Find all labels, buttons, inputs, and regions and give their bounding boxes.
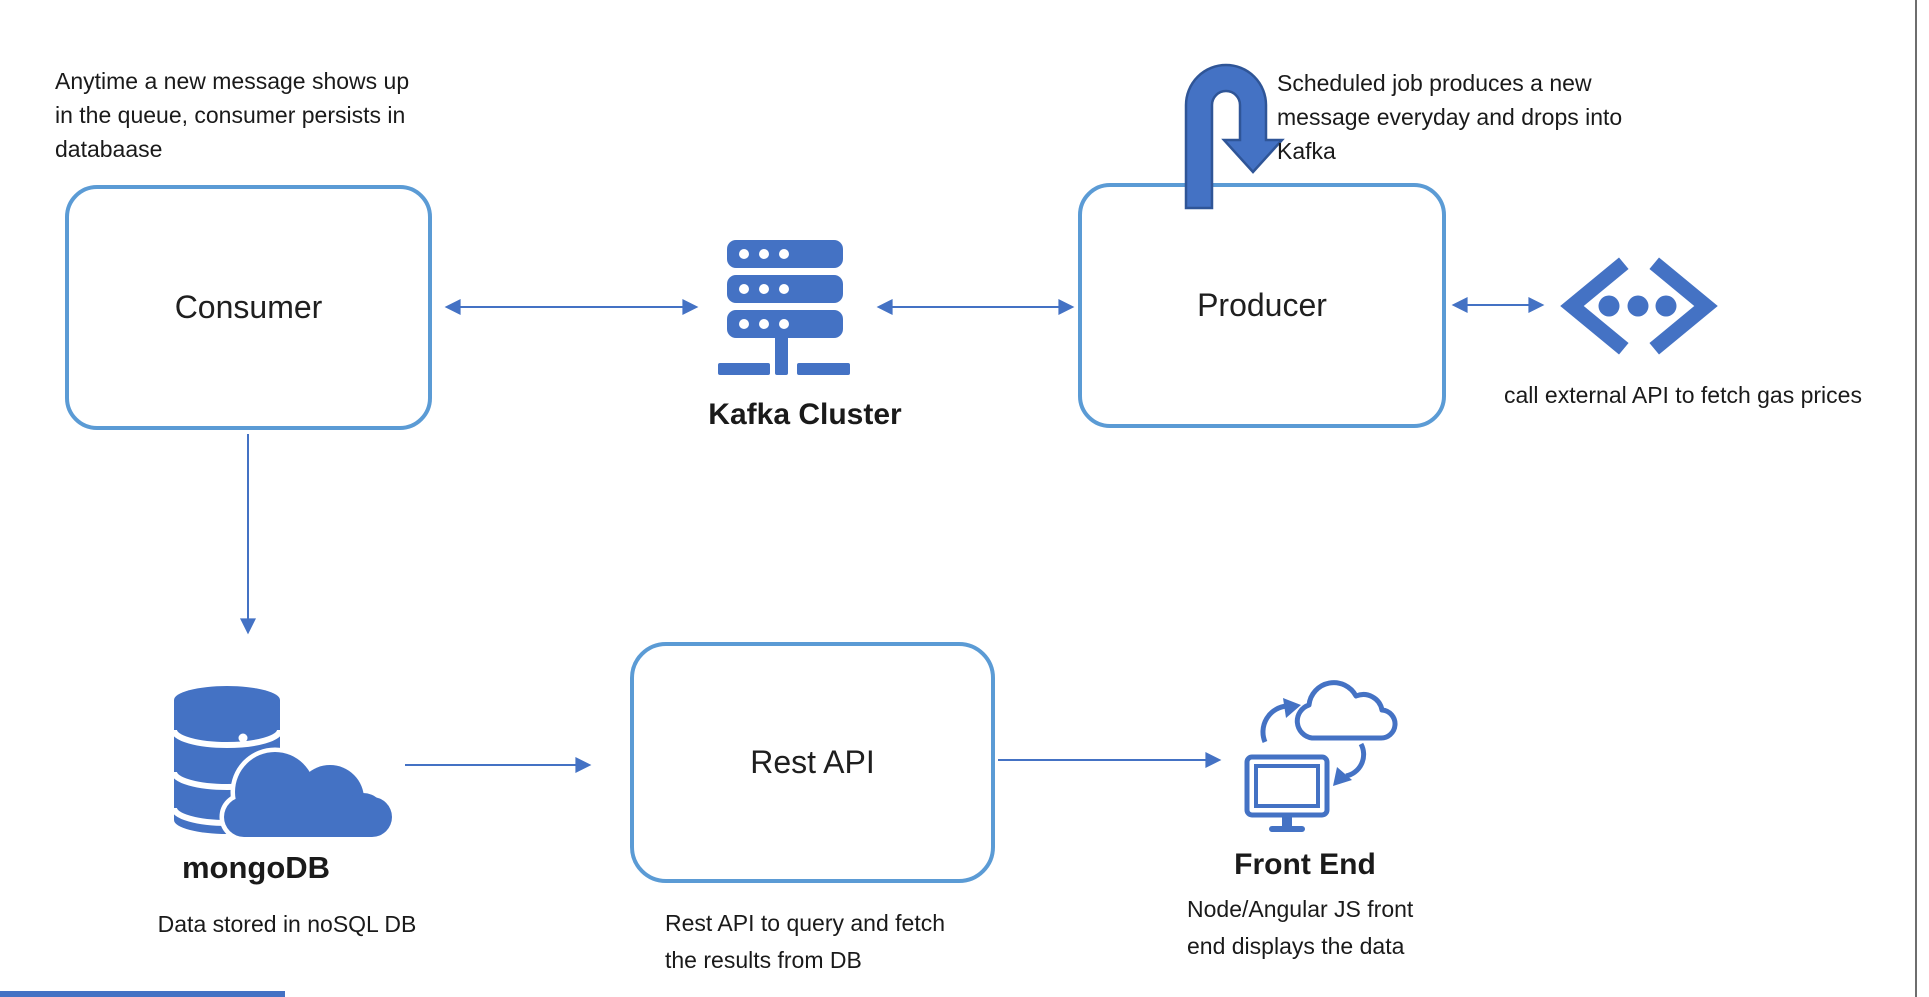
producer-note-line: Scheduled job produces a new — [1277, 70, 1592, 96]
producer-note: Scheduled job produces a new message eve… — [1277, 66, 1697, 168]
cloud-icon — [1294, 680, 1398, 741]
rest-api-caption-line: Rest API to query and fetch — [665, 910, 945, 936]
front-end-label: Front End — [1234, 848, 1376, 881]
rest-api-caption-line: the results from DB — [665, 947, 862, 973]
bottom-left-blue-bar — [0, 991, 285, 997]
api-note: call external API to fetch gas prices — [1504, 382, 1862, 408]
kafka-cluster-label: Kafka Cluster — [708, 398, 902, 431]
rest-api-label: Rest API — [750, 744, 875, 780]
u-turn-arrow-icon — [1184, 63, 1285, 210]
code-brackets-icon — [1560, 257, 1718, 355]
consumer-box: Consumer — [65, 185, 432, 430]
sync-down-arrow-icon — [1345, 742, 1367, 779]
rest-api-caption: Rest API to query and fetch the results … — [665, 905, 1025, 979]
producer-label: Producer — [1197, 287, 1327, 323]
consumer-note: Anytime a new message shows up in the qu… — [55, 64, 475, 166]
front-end-caption: Node/Angular JS front end displays the d… — [1187, 891, 1467, 965]
database-cloud-icon — [171, 686, 397, 842]
producer-note-line: Kafka — [1277, 138, 1336, 164]
front-end-caption-line: end displays the data — [1187, 933, 1405, 959]
mongodb-label: mongoDB — [181, 850, 331, 885]
window-right-edge — [1915, 0, 1917, 997]
monitor-cloud-sync-icon — [1244, 680, 1398, 832]
consumer-note-line: in the queue, consumer persists in — [55, 102, 406, 128]
server-stack-icon — [718, 240, 850, 375]
rest-api-box: Rest API — [630, 642, 995, 883]
producer-note-line: message everyday and drops into — [1277, 104, 1623, 130]
consumer-note-line: Anytime a new message shows up — [55, 68, 410, 94]
front-end-caption-line: Node/Angular JS front — [1187, 896, 1414, 922]
sync-up-arrow-icon — [1260, 703, 1288, 743]
mongodb-caption: Data stored in noSQL DB — [157, 911, 417, 937]
consumer-label: Consumer — [174, 289, 323, 325]
producer-box: Producer — [1078, 183, 1446, 428]
consumer-note-line: databaase — [55, 136, 163, 162]
